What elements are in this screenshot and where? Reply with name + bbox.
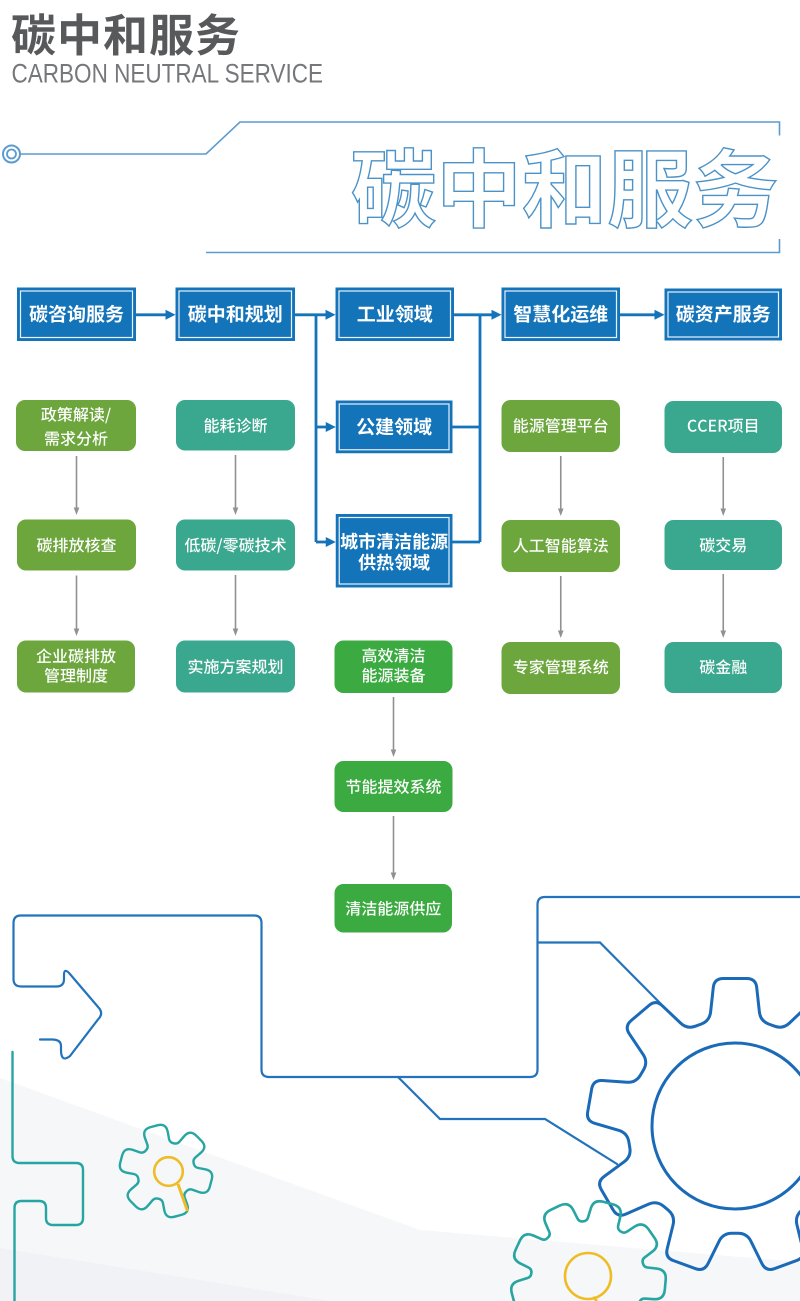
svg-text:CARBON NEUTRAL SERVICE: CARBON NEUTRAL SERVICE — [12, 59, 324, 89]
